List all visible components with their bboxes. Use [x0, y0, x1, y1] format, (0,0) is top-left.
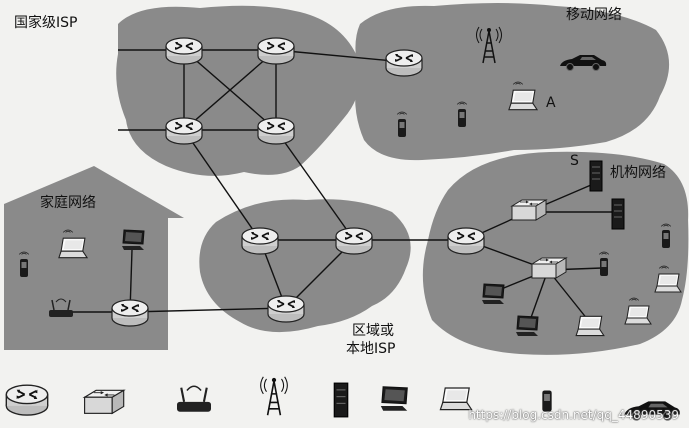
router-icon: [111, 299, 149, 327]
switch-icon: [531, 257, 567, 279]
national-isp-region: [116, 5, 360, 176]
server-icon: [589, 160, 603, 192]
home-network-label: 家庭网络: [40, 195, 96, 211]
laptop-icon: [439, 387, 473, 411]
host-a-label: A: [546, 95, 556, 111]
mobile-network-region: [355, 3, 670, 161]
regional-isp-label-line2: 本地ISP: [346, 341, 396, 357]
home-network-region: [4, 166, 184, 350]
router-icon: [241, 227, 279, 255]
cell-tower-icon: [259, 375, 289, 417]
watermark: https://blog.csdn.net/qq_44890539: [468, 408, 679, 422]
regional-isp-region: [199, 199, 411, 333]
wireless-access-point-icon: [175, 385, 213, 413]
desktop-computer-icon: [380, 386, 408, 412]
router-icon: [335, 227, 373, 255]
institution-network-label: 机构网络: [610, 165, 666, 181]
desktop-computer-icon: [515, 315, 539, 337]
server-icon: [611, 198, 625, 230]
switch-icon: [511, 199, 547, 221]
regional-isp-label-line1: 区域或: [352, 323, 394, 339]
router-icon: [257, 37, 295, 65]
desktop-computer-icon: [481, 283, 505, 305]
router-icon: [257, 117, 295, 145]
router-icon: [385, 49, 423, 77]
router-icon: [5, 384, 49, 417]
router-icon: [447, 227, 485, 255]
desktop-computer-icon: [121, 229, 145, 251]
server-icon: [333, 382, 349, 418]
server-s-label: S: [570, 153, 579, 169]
router-icon: [165, 37, 203, 65]
router-icon: [165, 117, 203, 145]
mobile-network-label: 移动网络: [566, 7, 622, 23]
laptop-icon: [575, 315, 605, 337]
router-icon: [267, 295, 305, 323]
national-isp-label: 国家级ISP: [14, 15, 78, 31]
switch-icon: [84, 389, 125, 414]
